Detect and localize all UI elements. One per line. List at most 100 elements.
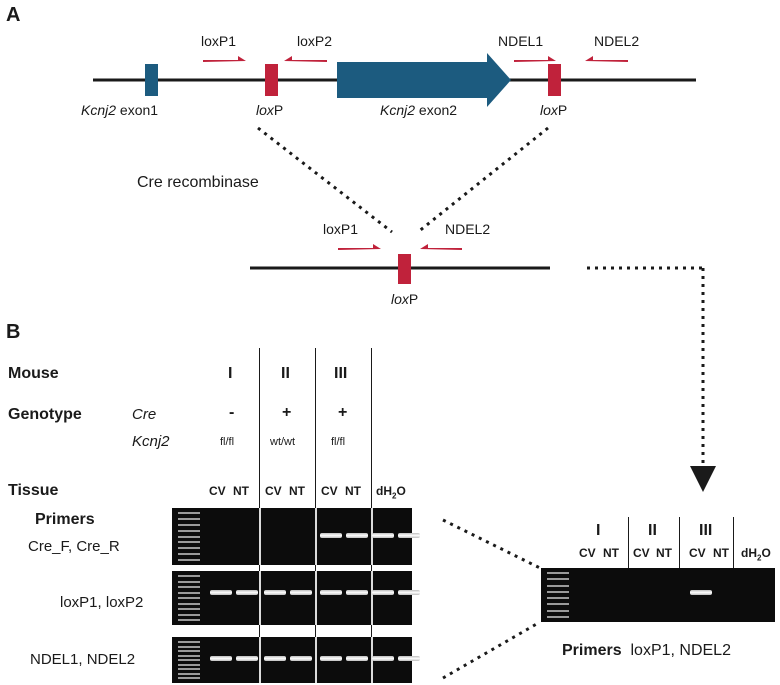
ladder-band <box>178 523 200 526</box>
primer-row-ndel: NDEL1, NDEL2 <box>30 651 136 668</box>
gel-band <box>398 656 420 661</box>
ladder-band <box>178 591 200 594</box>
gel-lane-separator <box>371 571 373 625</box>
tissue-nt-2: NT <box>289 484 305 498</box>
kcnj2-row-label: Kcnj2 <box>132 433 170 450</box>
ladder-band <box>178 580 200 583</box>
gel-band <box>346 533 368 538</box>
loxp-label-right: loxP <box>540 102 568 118</box>
right-tissue-cv-3: CV <box>689 546 706 560</box>
ladder-band <box>547 590 569 593</box>
gel-lane-separator <box>259 637 261 683</box>
gel-band <box>372 533 394 538</box>
ladder-band <box>178 597 200 599</box>
ladder-band <box>178 668 200 670</box>
gel-band <box>236 590 258 595</box>
ladder-band <box>178 575 200 577</box>
right-mouse-id-1: I <box>596 522 601 539</box>
water-label: dH2O <box>376 484 406 501</box>
dotted-line-right <box>417 126 549 234</box>
right-tissue-cv-2: CV <box>633 546 650 560</box>
primer-arrow-loxp1 <box>203 56 246 62</box>
tissue-cv-1: CV <box>209 484 226 498</box>
gel-lane-separator <box>259 571 261 625</box>
dotted-line-left <box>257 126 393 234</box>
genotype-row-label: Genotype <box>8 406 82 423</box>
gel-band <box>320 656 342 661</box>
ladder-band <box>547 603 569 606</box>
ladder-band <box>178 645 200 648</box>
dotted-zoom-upper <box>442 518 541 570</box>
cre-genotype-1: - <box>229 404 235 421</box>
panel-label-b: B <box>6 321 21 343</box>
tissue-cv-2: CV <box>265 484 282 498</box>
gel-right-loxp1-ndel2 <box>541 568 775 622</box>
exon2-arrow <box>337 53 511 107</box>
ladder-band <box>178 672 200 675</box>
gel-cre-primers <box>172 508 420 565</box>
ladder-band <box>178 641 200 643</box>
right-mouse-id-3: III <box>699 522 713 539</box>
gel-lane-separator <box>315 637 317 683</box>
ladder-band <box>547 597 569 600</box>
right-tissue-cv-1: CV <box>579 546 596 560</box>
tissue-nt-3: NT <box>345 484 361 498</box>
ladder-band <box>178 553 200 556</box>
ladder-band <box>178 517 200 520</box>
ladder-band <box>178 619 200 621</box>
mouse-id-1: I <box>228 365 233 382</box>
ladder-band <box>547 616 569 618</box>
gel-band <box>690 590 712 595</box>
ladder-band <box>178 535 200 538</box>
gel-band <box>210 656 232 661</box>
right-water-label: dH2O <box>741 546 771 563</box>
kcnj2-genotype-2: wt/wt <box>270 436 296 448</box>
panel-label-a: A <box>6 4 21 26</box>
gel-band <box>398 590 420 595</box>
kcnj2-genotype-3: fl/fl <box>331 436 346 448</box>
mouse-id-2: II <box>281 365 290 382</box>
gel-band <box>372 656 394 661</box>
ladder-band <box>178 547 200 550</box>
tissue-row-label: Tissue <box>8 482 59 499</box>
gel-band <box>290 656 312 661</box>
cre-row-label: Cre <box>132 406 157 423</box>
tissue-nt-1: NT <box>233 484 249 498</box>
arrowhead-down <box>690 466 716 492</box>
primer-arrow-loxp2 <box>284 56 327 62</box>
tissue-cv-3: CV <box>321 484 338 498</box>
ladder-band <box>178 541 200 544</box>
ladder-band <box>178 654 200 657</box>
ladder-band <box>178 586 200 588</box>
gel-band <box>346 590 368 595</box>
exon1-box <box>145 64 158 96</box>
ladder-band <box>178 663 200 666</box>
gel-loxp1-loxp2 <box>172 571 420 625</box>
ladder-band <box>178 559 200 561</box>
gel-lane-separator <box>315 508 317 565</box>
right-tissue-nt-2: NT <box>656 546 672 560</box>
primer-label-loxp2: loxP2 <box>297 33 333 49</box>
gel-band <box>398 533 420 538</box>
primer-label-ndel1: NDEL1 <box>498 33 544 49</box>
right-divider-3 <box>733 517 734 579</box>
gel-band <box>236 656 258 661</box>
loxp-site-left <box>265 64 278 96</box>
gel-band <box>264 590 286 595</box>
ladder-band <box>178 659 200 661</box>
primer-arrow-ndel2 <box>585 56 628 62</box>
kcnj2-genotype-1: fl/fl <box>220 436 235 448</box>
dotted-zoom-lower <box>442 620 541 680</box>
cre-recombinase-label: Cre recombinase <box>137 174 259 191</box>
gel-band <box>264 656 286 661</box>
primer-label-ndel2: NDEL2 <box>594 33 640 49</box>
primer-label-loxp1-recombined: loxP1 <box>323 221 359 237</box>
ladder-band <box>547 584 569 587</box>
loxp-site-recombined <box>398 254 411 284</box>
gel-lane-separator <box>315 571 317 625</box>
right-tissue-nt-1: NT <box>603 546 619 560</box>
gel-ndel1-ndel2 <box>172 637 420 683</box>
ladder-band <box>178 608 200 610</box>
right-divider-1 <box>628 517 629 579</box>
